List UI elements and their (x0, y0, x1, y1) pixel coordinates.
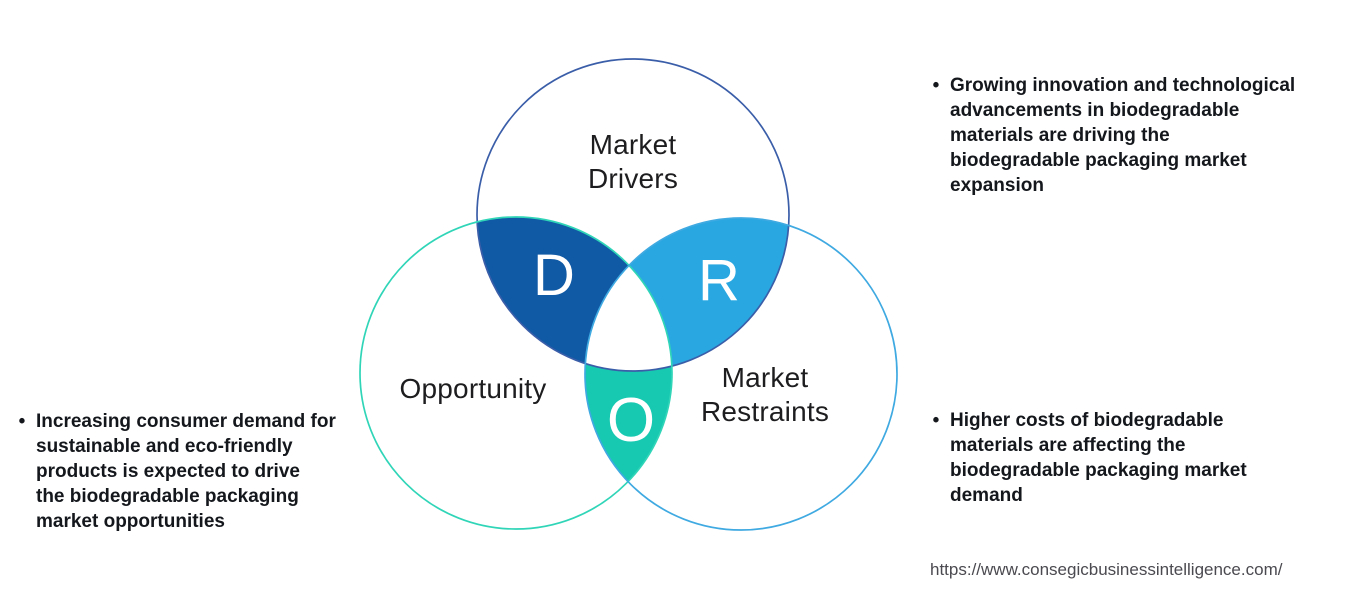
bullet-opportunity-note: • Increasing consumer demand for sustain… (16, 409, 396, 534)
source-url: https://www.consegicbusinessintelligence… (930, 560, 1283, 579)
circle-opportunity-outline (359, 216, 673, 530)
label-opportunity: Opportunity (399, 373, 547, 404)
circle-market-drivers-outline (476, 58, 790, 372)
bullet-restraints-note: • Higher costs of biodegradable material… (930, 408, 1350, 508)
region-r-letter: R (698, 248, 740, 313)
bullet-marker: • (932, 410, 940, 431)
label-market-drivers: Market Drivers (587, 129, 679, 194)
bullet-marker: • (18, 411, 26, 432)
bullet-marker: • (932, 75, 940, 96)
region-o-letter: O (606, 386, 656, 455)
bullet-text: Increasing consumer demand for sustainab… (36, 411, 336, 532)
bullet-text: Growing innovation and technological adv… (950, 75, 1296, 196)
label-market-restraints: Market Restraints (700, 362, 830, 427)
region-d-letter: D (533, 243, 575, 308)
circle-market-restraints-outline (584, 217, 898, 531)
bullet-text: Higher costs of biodegradable materials … (950, 410, 1247, 506)
bullet-drivers-note: • Growing innovation and technological a… (930, 73, 1350, 198)
